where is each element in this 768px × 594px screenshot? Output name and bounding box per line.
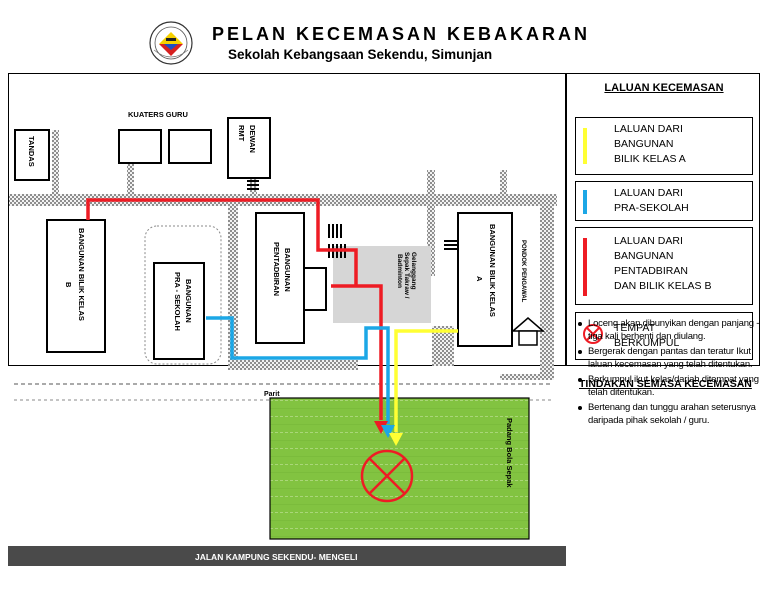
legend-text: TEMPAT (614, 322, 656, 334)
label-hall-2: RMT (237, 125, 246, 142)
teachers-quarters-1 (118, 129, 162, 164)
label-drain: Parit (264, 391, 280, 398)
label-classroom-a-2: A (475, 276, 484, 282)
label-football-field: Padang Bola Sepak (505, 418, 514, 488)
list-item: Bertenang dan tunggu arahan seterusnya d… (578, 402, 760, 427)
label-court-2: Sepak Takraw / (403, 252, 410, 299)
route-red (86, 198, 383, 420)
route-blue (206, 316, 390, 424)
legend-swatch-yellow (583, 128, 587, 164)
legend-swatch-blue (583, 190, 587, 214)
legend-text: PRA-SEKOLAH (614, 202, 689, 214)
legend-text: LALUAN DARI (614, 123, 683, 135)
preschool-fence (144, 225, 222, 365)
label-road: JALAN KAMPUNG SEKENDU- MENGELI (195, 552, 357, 562)
label-admin-1: BANGUNAN (283, 248, 292, 292)
legend-item-red: LALUAN DARI BANGUNAN PENTADBIRAN DAN BIL… (575, 227, 753, 305)
legend-swatch-red (583, 238, 587, 296)
guard-post-house-icon (510, 317, 546, 346)
list-item: Bergerak dengan pantas dan teratur Ikut … (578, 346, 760, 371)
route-yellow (394, 329, 458, 432)
toilet-building (14, 129, 50, 181)
legend-item-blue: LALUAN DARI PRA-SEKOLAH (575, 181, 753, 221)
label-toilet: TANDAS (27, 136, 36, 167)
label-classroom-b-1: BANGUNAN BILIK KELAS (77, 228, 86, 321)
classroom-a-building (457, 212, 513, 347)
label-classroom-b-2: B (64, 282, 73, 288)
assembly-point-icon (360, 449, 414, 503)
list-item: Loceng akan dibunyikan dengan panjang - … (578, 318, 760, 342)
label-teachers-quarters: KUATERS GURU (128, 110, 188, 119)
legend-panel: LALUAN KECEMASAN LALUAN DARI BANGUNAN BI… (566, 73, 760, 390)
assembly-point-icon (583, 324, 603, 344)
legend-text: BILIK KELAS A (614, 153, 686, 165)
legend-item-assembly: TEMPAT BERKUMPUL (575, 312, 753, 360)
label-preschool-1: BANGUNAN (184, 279, 193, 323)
legend-text: BERKUMPUL (614, 337, 680, 349)
page-subtitle: Sekolah Kebangsaan Sekendu, Simunjan (228, 47, 493, 62)
legend-title: LALUAN KECEMASAN (604, 82, 724, 94)
buildings (14, 117, 513, 360)
classroom-b-building (46, 219, 106, 353)
legend-text: LALUAN DARI (614, 187, 683, 199)
header: PELAN KECEMASAN KEBAKARAN Sekolah Kebang… (0, 0, 768, 72)
label-guard-post: PONDOK PENGAWAL (520, 240, 526, 303)
actions-title: TINDAKAN SEMASA KECEMASAN (579, 378, 752, 390)
school-crest-icon (149, 21, 193, 65)
legend-text: DAN BILIK KELAS B (614, 280, 712, 292)
page-title: PELAN KECEMASAN KEBAKARAN (212, 24, 591, 44)
actions-list: Loceng akan dibunyikan dengan panjang - … (574, 318, 760, 430)
label-court-1: Gelanggang (410, 252, 417, 290)
label-preschool-2: PRA - SEKOLAH (173, 272, 182, 331)
preschool-building (153, 262, 205, 360)
teachers-quarters-2 (168, 129, 212, 164)
list-item: Berkumpul ikut kelas/darjah ditempat yan… (578, 374, 759, 398)
multipurpose-hall-building (227, 117, 271, 179)
label-classroom-a-1: BANGUNAN BILIK KELAS (488, 224, 497, 317)
legend-text: BANGUNAN (614, 138, 674, 150)
legend-text: LALUAN DARI (614, 235, 683, 247)
road (8, 546, 566, 566)
legend-text: BANGUNAN (614, 250, 674, 262)
label-hall-1: DEWAN (248, 125, 257, 153)
evacuation-routes (86, 198, 458, 446)
legend-item-yellow: LALUAN DARI BANGUNAN BILIK KELAS A (575, 117, 753, 175)
label-admin-2: PENTADBIRAN (272, 242, 281, 296)
label-court-3: Badminton (396, 254, 403, 288)
legend-text: PENTADBIRAN (614, 265, 688, 277)
admin-annex (303, 267, 327, 311)
football-field (269, 397, 530, 540)
